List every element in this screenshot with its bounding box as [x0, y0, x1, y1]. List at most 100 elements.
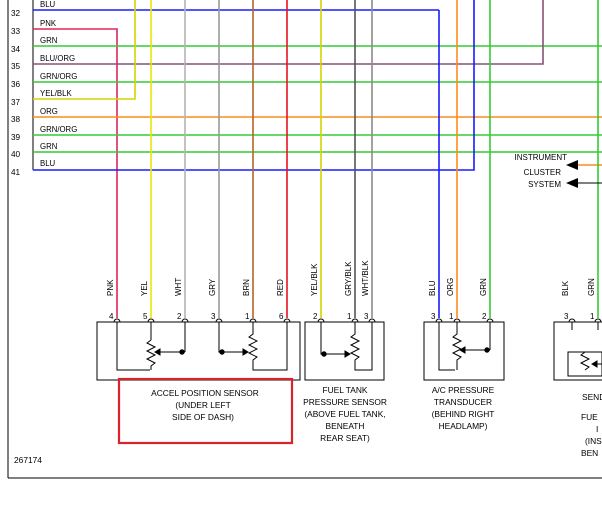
- row-number: 33: [11, 27, 21, 36]
- row-color-label: BLU/ORG: [40, 54, 75, 63]
- ac-potentiometer: [438, 322, 491, 371]
- wire-color-label: GRN: [479, 278, 488, 296]
- cluster-label-line-1: INSTRUMENT: [515, 153, 568, 162]
- pin-number: 1: [347, 312, 352, 321]
- send-label-line-5: BEN: [581, 448, 598, 458]
- row-number: 39: [11, 133, 21, 142]
- wire-color-label: ORG: [446, 278, 455, 296]
- send-label-line-3: I: [596, 424, 598, 434]
- pin-notch: [249, 318, 257, 323]
- wire-color-label: WHT/BLK: [361, 260, 370, 296]
- fuel-label-line-4: BENEATH: [326, 421, 365, 431]
- pin-notches: [113, 318, 602, 323]
- wire-row-37-yel-blk: [33, 0, 136, 100]
- ac-label-line-2: TRANSDUCER: [434, 397, 492, 407]
- row-number: 35: [11, 62, 21, 71]
- pin-number: 3: [364, 312, 369, 321]
- pin-notch: [351, 318, 359, 323]
- connectors: [96, 318, 602, 381]
- wire-color-label: RED: [276, 279, 285, 296]
- row-color-label: ORG: [40, 107, 58, 116]
- pin-number: 2: [177, 312, 182, 321]
- row-number: 34: [11, 45, 21, 54]
- vertical-wires: [150, 0, 599, 318]
- row-number: 36: [11, 80, 21, 89]
- pin-number: 5: [143, 312, 148, 321]
- wire-color-label: BRN: [242, 279, 251, 296]
- ac-transducer-box: [423, 321, 505, 381]
- row-number: 41: [11, 168, 21, 177]
- accel-potentiometer-2: [218, 322, 288, 371]
- fuel-label-line-5: REAR SEAT): [320, 433, 370, 443]
- send-label-line-1: SEND: [582, 392, 602, 402]
- accel-potentiometer-1: [116, 322, 186, 371]
- vertical-labels: PNK 4 YEL 5 WHT 2 GRY 3 BRN 1 RED 6 YEL/BLK 2 GRY/BLK 1…: [106, 260, 596, 321]
- accel-sensor-highlight: [117, 377, 294, 445]
- wire-color-label: GRY: [208, 278, 217, 296]
- row-color-label: GRN: [40, 36, 57, 45]
- pin-notch: [283, 318, 291, 323]
- cluster-label-line-2: CLUSTER: [524, 168, 562, 177]
- wire-row-41-blu: [33, 0, 475, 171]
- pin-number: 1: [590, 312, 595, 321]
- row-color-label: PNK: [40, 19, 57, 28]
- pin-notch: [368, 318, 376, 323]
- row-labels: 32BLU33PNK34GRN35BLU/ORG36GRN/ORG37YEL/B…: [11, 0, 77, 177]
- accel-label-line-1: ACCEL POSITION SENSOR: [151, 388, 259, 398]
- pin-number: 3: [211, 312, 216, 321]
- pin-number: 6: [279, 312, 284, 321]
- wire-color-label: WHT: [174, 278, 183, 296]
- row-color-label: GRN: [40, 142, 57, 151]
- row-number: 40: [11, 150, 21, 159]
- pin-number: 1: [245, 312, 250, 321]
- figure-number: 267174: [14, 455, 42, 465]
- wire-color-label: PNK: [106, 279, 115, 296]
- wire-color-label: YEL/BLK: [310, 263, 319, 296]
- row-number: 32: [11, 9, 21, 18]
- pin-notch: [453, 318, 461, 323]
- wire-color-label: BLU: [428, 280, 437, 296]
- wire-color-label: GRN: [587, 278, 596, 296]
- pin-number: 3: [564, 312, 569, 321]
- wire-color-label: GRY/BLK: [344, 261, 353, 296]
- pin-number: 4: [109, 312, 114, 321]
- pin-notch: [435, 318, 443, 323]
- pin-notch: [215, 318, 223, 323]
- cluster-arrow-icon: [566, 160, 578, 170]
- wire-color-label: YEL: [140, 280, 149, 296]
- row-color-label: GRN/ORG: [40, 125, 77, 134]
- row-number: 37: [11, 98, 21, 107]
- accel-label-line-2: (UNDER LEFT: [175, 400, 230, 410]
- ac-label-line-4: HEADLAMP): [439, 421, 488, 431]
- pin-notch: [486, 318, 494, 323]
- pin-notch: [568, 318, 576, 323]
- row-color-label: YEL/BLK: [40, 89, 72, 98]
- pin-number: 3: [431, 312, 436, 321]
- pin-number: 1: [449, 312, 454, 321]
- wire-color-label: BLK: [561, 280, 570, 296]
- row-color-label: GRN/ORG: [40, 72, 77, 81]
- cluster-label-line-3: SYSTEM: [528, 180, 561, 189]
- send-box-partial: [553, 321, 602, 381]
- ac-label-line-1: A/C PRESSURE: [432, 385, 495, 395]
- pin-notch: [147, 318, 155, 323]
- row-color-label: BLU: [40, 159, 56, 168]
- send-label-line-2: FUE: [581, 412, 598, 422]
- row-number: 38: [11, 115, 21, 124]
- pin-number: 2: [313, 312, 318, 321]
- pin-notch: [317, 318, 325, 323]
- fuel-sensor-box: [304, 321, 385, 381]
- ac-label-line-3: (BEHIND RIGHT: [432, 409, 495, 419]
- row-color-label: BLU: [40, 0, 56, 9]
- accel-sensor-box: [96, 321, 301, 381]
- harness-wires: [33, 0, 602, 318]
- cluster-arrow-icon-2: [566, 178, 578, 188]
- accel-label-line-3: SIDE OF DASH): [172, 412, 234, 422]
- fuel-label-line-1: FUEL TANK: [323, 385, 368, 395]
- wire-row-33-pnk: [33, 28, 118, 318]
- pin-number: 2: [482, 312, 487, 321]
- pin-notch: [113, 318, 121, 323]
- fuel-label-line-3: (ABOVE FUEL TANK,: [304, 409, 385, 419]
- fuel-label-line-2: PRESSURE SENSOR: [303, 397, 387, 407]
